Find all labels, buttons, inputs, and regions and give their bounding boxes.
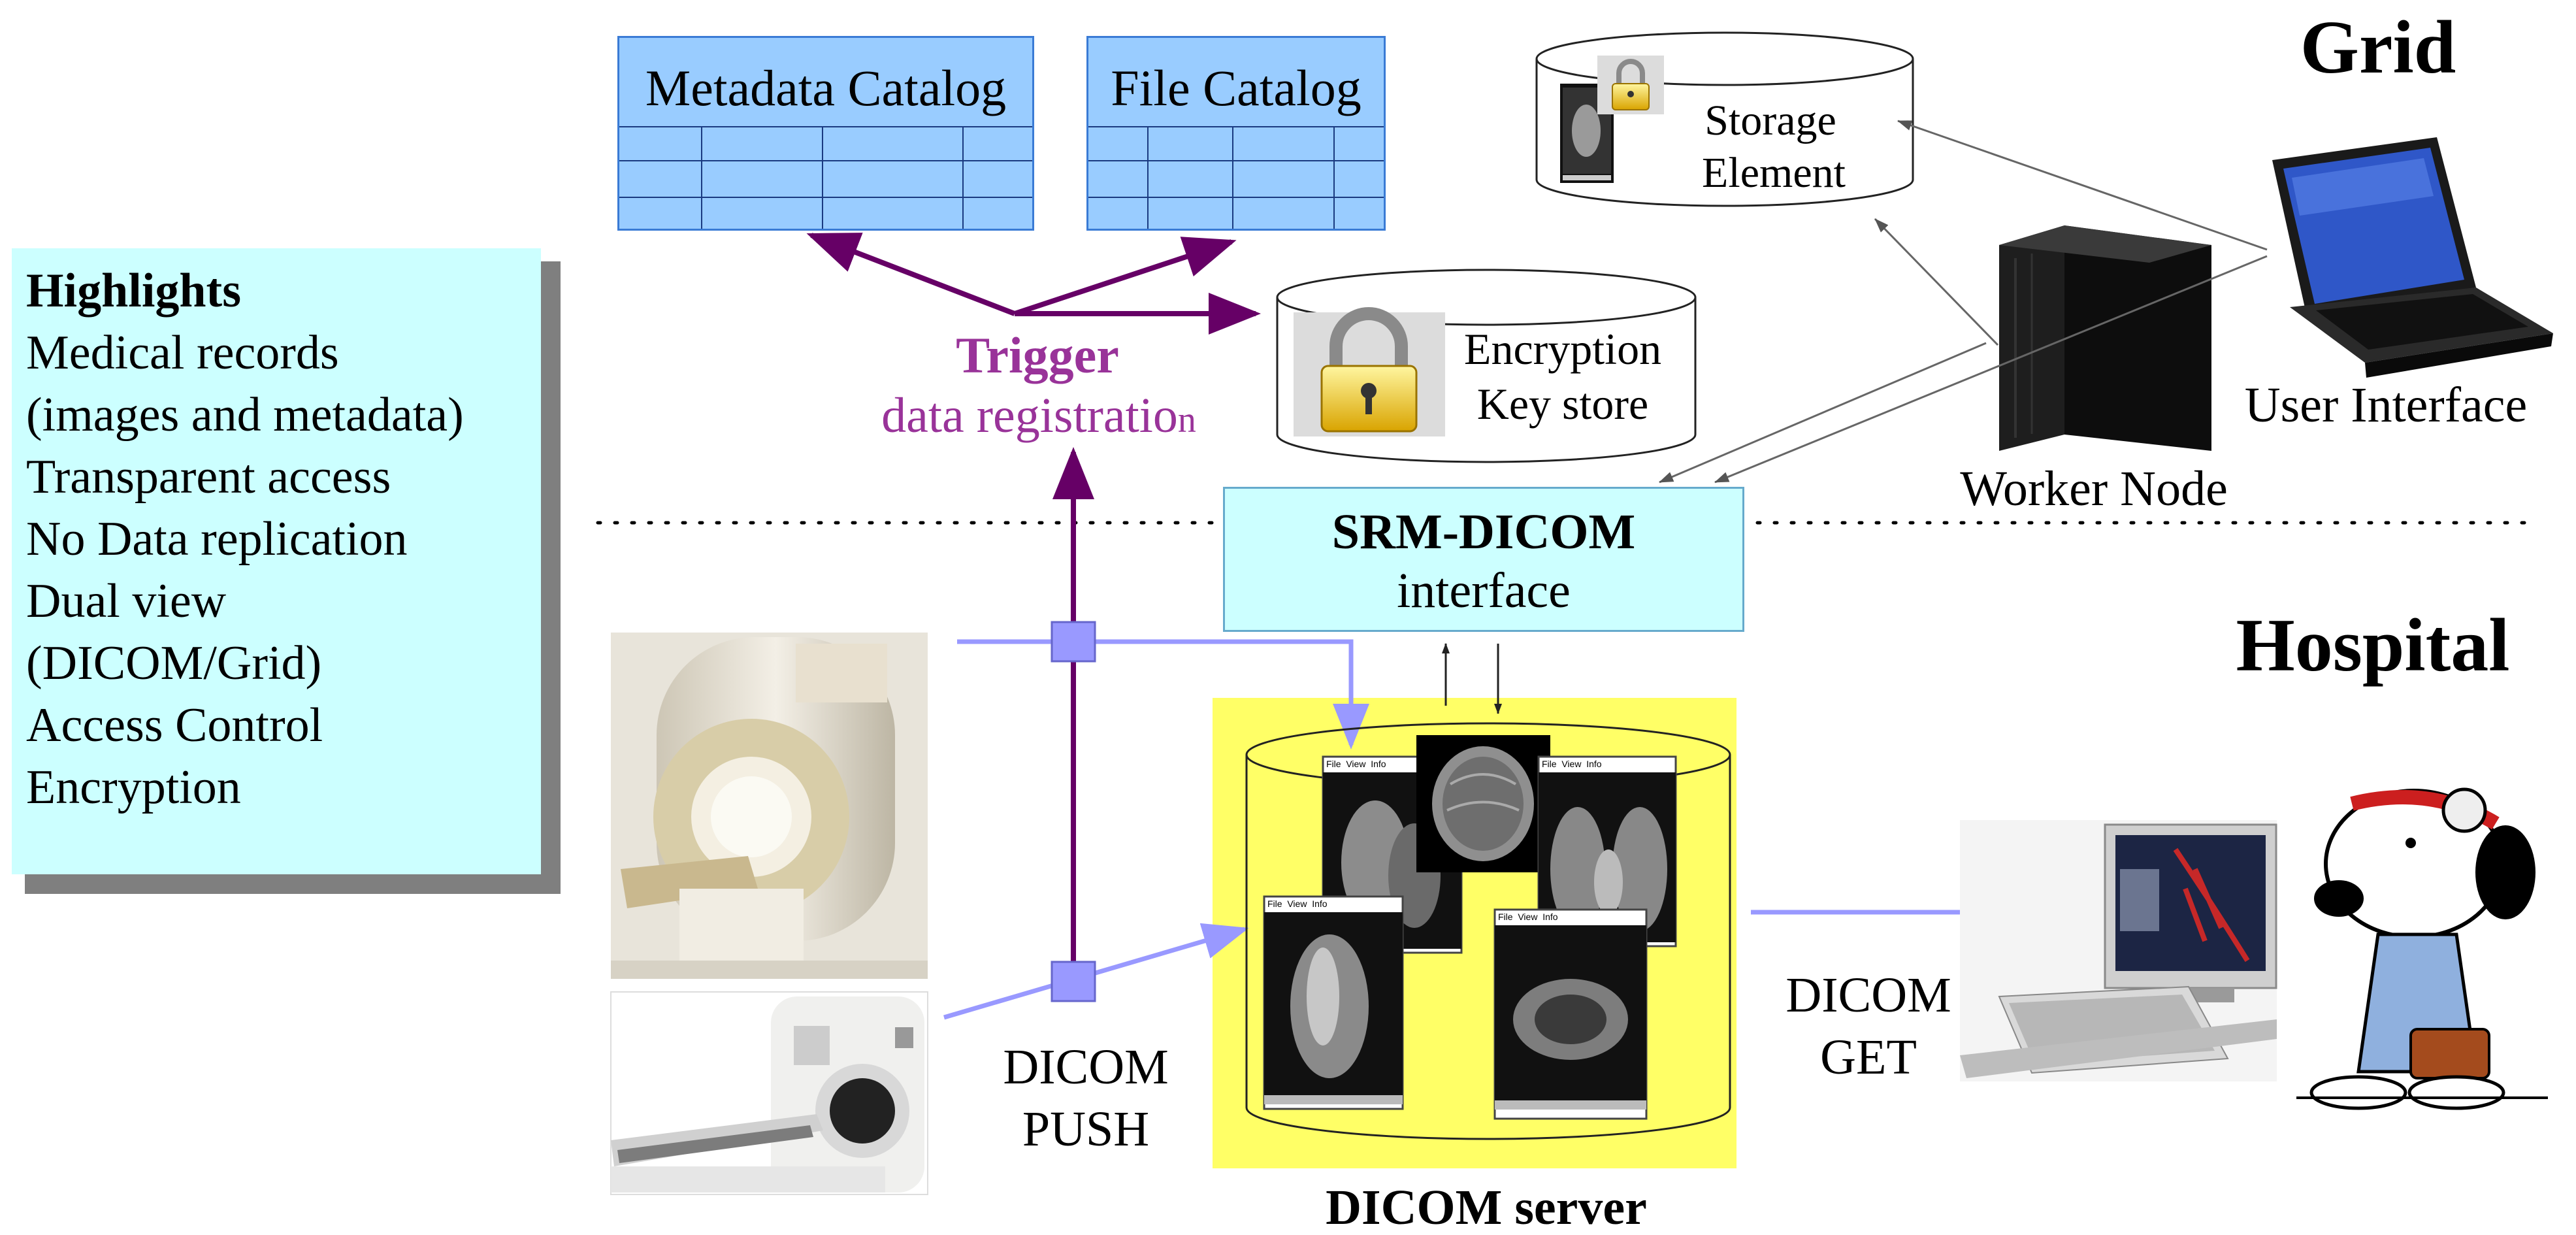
file-catalog: File Catalog	[1086, 36, 1386, 231]
grid-connections	[1659, 120, 2268, 484]
highlight-item: (DICOM/Grid)	[26, 636, 322, 690]
highlight-item: Transparent access	[26, 450, 391, 504]
highlights-panel: Highlights Medical records (images and m…	[12, 248, 541, 874]
menu-file: File	[1326, 759, 1341, 769]
menu-file: File	[1542, 759, 1557, 769]
srm-title: SRM-DICOM	[1331, 504, 1636, 559]
dicom-push-line2: PUSH	[1022, 1102, 1150, 1157]
doctor-character-image	[2296, 787, 2548, 1110]
trigger-title: Trigger	[956, 327, 1119, 384]
highlight-item: (images and metadata)	[26, 388, 464, 442]
dicom-get-line1: DICOM	[1785, 968, 1951, 1023]
menu-info: Info	[1312, 898, 1328, 909]
highlights-title: Highlights	[26, 264, 241, 318]
menu-file: File	[1267, 898, 1282, 909]
storage-label-line2: Element	[1702, 149, 1846, 197]
srm-subtitle: interface	[1397, 563, 1571, 618]
server-tower-icon	[1999, 225, 2211, 451]
grid-zone-title: Grid	[2300, 6, 2456, 90]
viewer-window	[1493, 908, 1648, 1120]
viewer-window	[1416, 735, 1550, 872]
trigger-arrows	[806, 233, 1261, 980]
menu-view: View	[1346, 759, 1366, 769]
menu-file: File	[1498, 912, 1513, 922]
hospital-zone-title: Hospital	[2236, 604, 2510, 687]
dicom-get-line2: GET	[1820, 1030, 1917, 1085]
menu-info: Info	[1371, 759, 1386, 769]
viewer-menu: File View Info	[1267, 899, 1328, 908]
highlight-item: Medical records	[26, 326, 339, 380]
workstation-image	[1960, 820, 2277, 1081]
menu-view: View	[1287, 898, 1307, 909]
lock-icon	[1294, 307, 1445, 436]
encryption-label-line2: Key store	[1476, 379, 1649, 429]
menu-view: View	[1561, 759, 1582, 769]
viewer-menu: File View Info	[1498, 912, 1558, 921]
highlight-item: Encryption	[26, 761, 241, 814]
storage-label-line1: Storage	[1704, 97, 1836, 144]
laptop-icon	[2272, 137, 2553, 378]
viewer-window	[1263, 895, 1404, 1110]
srm-dicom-interface-box: SRM-DICOM interface	[1223, 487, 1744, 632]
menu-info: Info	[1542, 912, 1558, 922]
viewer-menu: File View Info	[1542, 759, 1602, 768]
user-interface-label: User Interface	[2244, 378, 2528, 433]
worker-node-label: Worker Node	[1960, 461, 2228, 516]
file-catalog-title: File Catalog	[1111, 59, 1361, 116]
menu-view: View	[1518, 912, 1538, 922]
trigger-subtitle-main: data registratio	[881, 388, 1178, 443]
srm-dicom-link	[1442, 643, 1502, 714]
trigger-subtitle: data registration	[881, 391, 1196, 440]
encryption-label-line1: Encryption	[1463, 324, 1662, 374]
viewer-menu: File View Info	[1326, 759, 1386, 768]
file-catalog-grid	[1088, 126, 1384, 229]
dicom-server-label: DICOM server	[1326, 1180, 1647, 1235]
menu-info: Info	[1586, 759, 1602, 769]
ct-scanner-image	[610, 991, 928, 1195]
metadata-catalog-grid	[619, 126, 1032, 229]
highlight-item: Access Control	[26, 699, 323, 752]
highlight-item: No Data replication	[26, 512, 408, 566]
metadata-catalog: Metadata Catalog	[617, 36, 1034, 231]
trigger-subtitle-tail: n	[1177, 400, 1196, 440]
metadata-catalog-title: Metadata Catalog	[645, 59, 1007, 116]
storage-lock-icon	[1597, 56, 1664, 114]
dicom-push-line1: DICOM	[1003, 1040, 1169, 1095]
junction-nodes	[1051, 621, 1096, 1002]
mri-scanner-image	[611, 633, 928, 979]
highlight-item: Dual view	[26, 574, 227, 628]
